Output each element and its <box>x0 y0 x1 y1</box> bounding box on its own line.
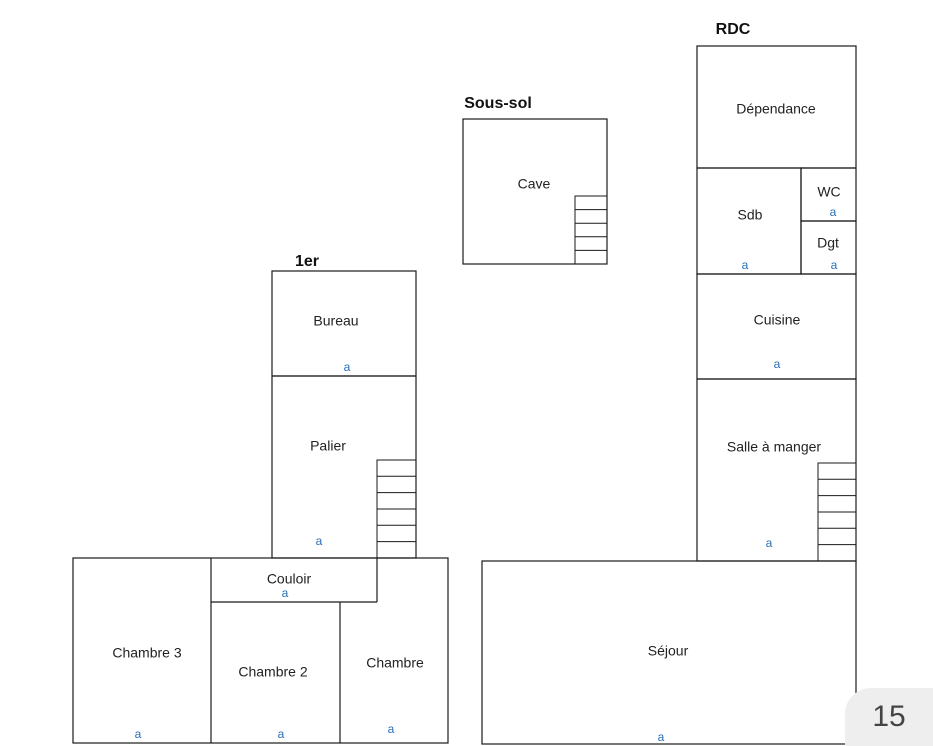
marker-cuisine: a <box>774 357 781 371</box>
stairs-cave <box>574 195 608 265</box>
marker-chambre3: a <box>135 727 142 741</box>
room-label-cuisine: Cuisine <box>754 312 801 328</box>
marker-dgt: a <box>831 258 838 272</box>
room-label-sdb: Sdb <box>738 207 763 223</box>
marker-sejour: a <box>658 730 665 744</box>
marker-chambre: a <box>388 722 395 736</box>
page-number-badge: 15 <box>845 688 933 746</box>
marker-bureau: a <box>344 360 351 374</box>
marker-couloir: a <box>282 586 289 600</box>
marker-chambre2: a <box>278 727 285 741</box>
room-label-chambre3: Chambre 3 <box>112 645 181 661</box>
page-number: 15 <box>872 700 906 733</box>
marker-wc: a <box>830 205 837 219</box>
room-label-wc: WC <box>817 184 840 200</box>
level-label-1er: 1er <box>295 253 319 270</box>
room-sejour <box>481 560 857 745</box>
room-palier <box>271 375 417 559</box>
level-label-sous-sol: Sous-sol <box>464 95 532 112</box>
stairs-1er <box>376 459 417 559</box>
floor-1er-bedrooms <box>72 557 449 744</box>
room-label-dependance: Dépendance <box>736 101 816 117</box>
room-label-dgt: Dgt <box>817 235 839 251</box>
room-cave <box>462 118 608 265</box>
room-label-chambre2: Chambre 2 <box>238 664 307 680</box>
room-label-couloir: Couloir <box>267 571 312 587</box>
room-salle-a-manger <box>696 378 857 562</box>
marker-palier: a <box>316 534 323 548</box>
room-label-cave: Cave <box>518 176 551 192</box>
room-label-chambre: Chambre <box>366 655 424 671</box>
stairs-rdc <box>817 462 857 562</box>
room-label-salle-a-manger: Salle à manger <box>727 439 822 455</box>
room-label-sejour: Séjour <box>648 643 689 659</box>
room-label-bureau: Bureau <box>313 313 358 329</box>
marker-salle-a-manger: a <box>766 536 773 550</box>
marker-sdb: a <box>742 258 749 272</box>
level-label-rdc: RDC <box>716 21 751 38</box>
room-label-palier: Palier <box>310 438 346 454</box>
